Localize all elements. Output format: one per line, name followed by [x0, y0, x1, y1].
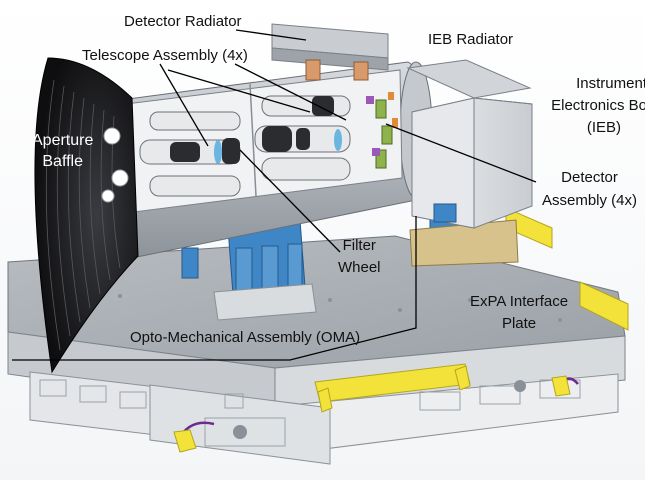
label-ieb-line1: Instrument [576, 75, 645, 92]
label-expa-plate: ExPA Interface Plate [470, 292, 568, 333]
label-detector-assembly: Detector Assembly (4x) [542, 168, 637, 210]
detector-radiator [271, 23, 389, 81]
label-ieb-radiator: IEB Radiator [428, 31, 514, 48]
label-detector-assembly-line1: Detector [561, 169, 618, 186]
telescope-housing [119, 61, 433, 259]
label-filter-line1: Filter [342, 237, 376, 254]
label-oma: Opto-Mechanical Assembly (OMA) [130, 329, 361, 346]
label-detector-assembly-line2: Assembly (4x) [542, 192, 638, 209]
handles [173, 207, 629, 453]
label-filter-line2: Wheel [338, 259, 381, 276]
label-ieb-line3: (IEB) [586, 119, 621, 136]
label-expa-line1: ExPA Interface [470, 293, 569, 310]
label-expa-line2: Plate [501, 315, 537, 332]
label-aperture-line2: Baffle [42, 153, 83, 170]
label-telescope-assembly: Telescope Assembly (4x) [82, 47, 248, 64]
label-detector-radiator: Detector Radiator [124, 13, 242, 30]
leader-lines [12, 29, 537, 361]
aperture-baffle [34, 57, 139, 374]
label-filter-wheel: Filter Wheel [338, 236, 381, 277]
label-aperture-baffle: Aperture Baffle [32, 130, 93, 172]
ieb-box [406, 59, 533, 229]
label-ieb: Instrument Electronics Bo (IEB) [551, 74, 645, 137]
label-aperture-line1: Aperture [32, 132, 94, 149]
label-ieb-line2: Electronics Bo [551, 97, 645, 114]
